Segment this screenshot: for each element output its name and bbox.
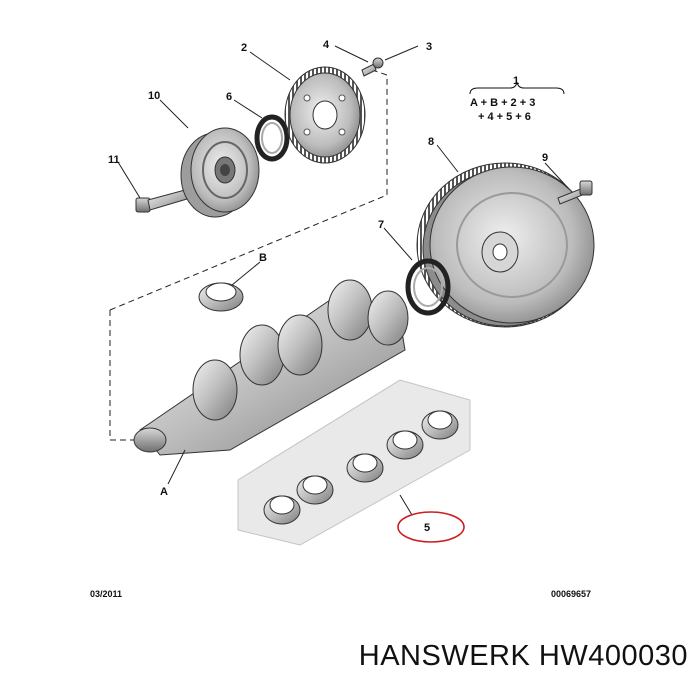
callout-2: 2: [241, 42, 247, 54]
crankshaft-pulley: [180, 127, 260, 218]
crankshaft: [133, 279, 409, 456]
kit-formula-line1: A + B + 2 + 3: [470, 97, 535, 109]
timing-sprocket: [284, 66, 366, 164]
main-bearing-shell-kit: [237, 379, 471, 546]
bearing-shell: [263, 495, 301, 525]
sprocket-bolt: [361, 57, 384, 77]
leader-lines: [117, 45, 569, 516]
callout-1: 1: [513, 75, 519, 87]
brand-name: HANSWERK: [358, 640, 531, 672]
callout-7: 7: [378, 219, 384, 231]
thrust-bearing-shell: [198, 282, 244, 312]
highlight-ellipse: [397, 511, 465, 543]
date-code: 03/2011: [90, 589, 122, 599]
callout-5: 5: [424, 522, 430, 534]
front-oil-seal: [254, 114, 290, 162]
callout-4: 4: [323, 39, 330, 51]
bearing-shell: [421, 410, 459, 440]
pulley-bolt: [135, 189, 188, 213]
kit-brace: [469, 81, 565, 95]
product-caption: HANSWERK HW400030: [0, 640, 700, 673]
callout-10: 10: [148, 90, 160, 102]
callout-A: A: [160, 486, 168, 498]
bearing-shell: [386, 430, 424, 460]
callout-11: 11: [108, 154, 120, 166]
rear-oil-seal: [405, 258, 451, 316]
part-number: HW400030: [538, 640, 688, 672]
callout-6: 6: [226, 91, 232, 103]
callout-9: 9: [542, 152, 548, 164]
callout-B: B: [259, 252, 267, 264]
callout-8: 8: [428, 136, 434, 148]
document-number: 00069657: [551, 589, 591, 599]
kit-formula-line2: + 4 + 5 + 6: [478, 111, 531, 123]
callout-3: 3: [426, 41, 432, 53]
flywheel-bolt: [557, 180, 593, 205]
assembly-outline: [109, 69, 388, 441]
flywheel: [416, 162, 595, 328]
bearing-shell: [346, 453, 384, 483]
bearing-shell: [296, 475, 334, 505]
